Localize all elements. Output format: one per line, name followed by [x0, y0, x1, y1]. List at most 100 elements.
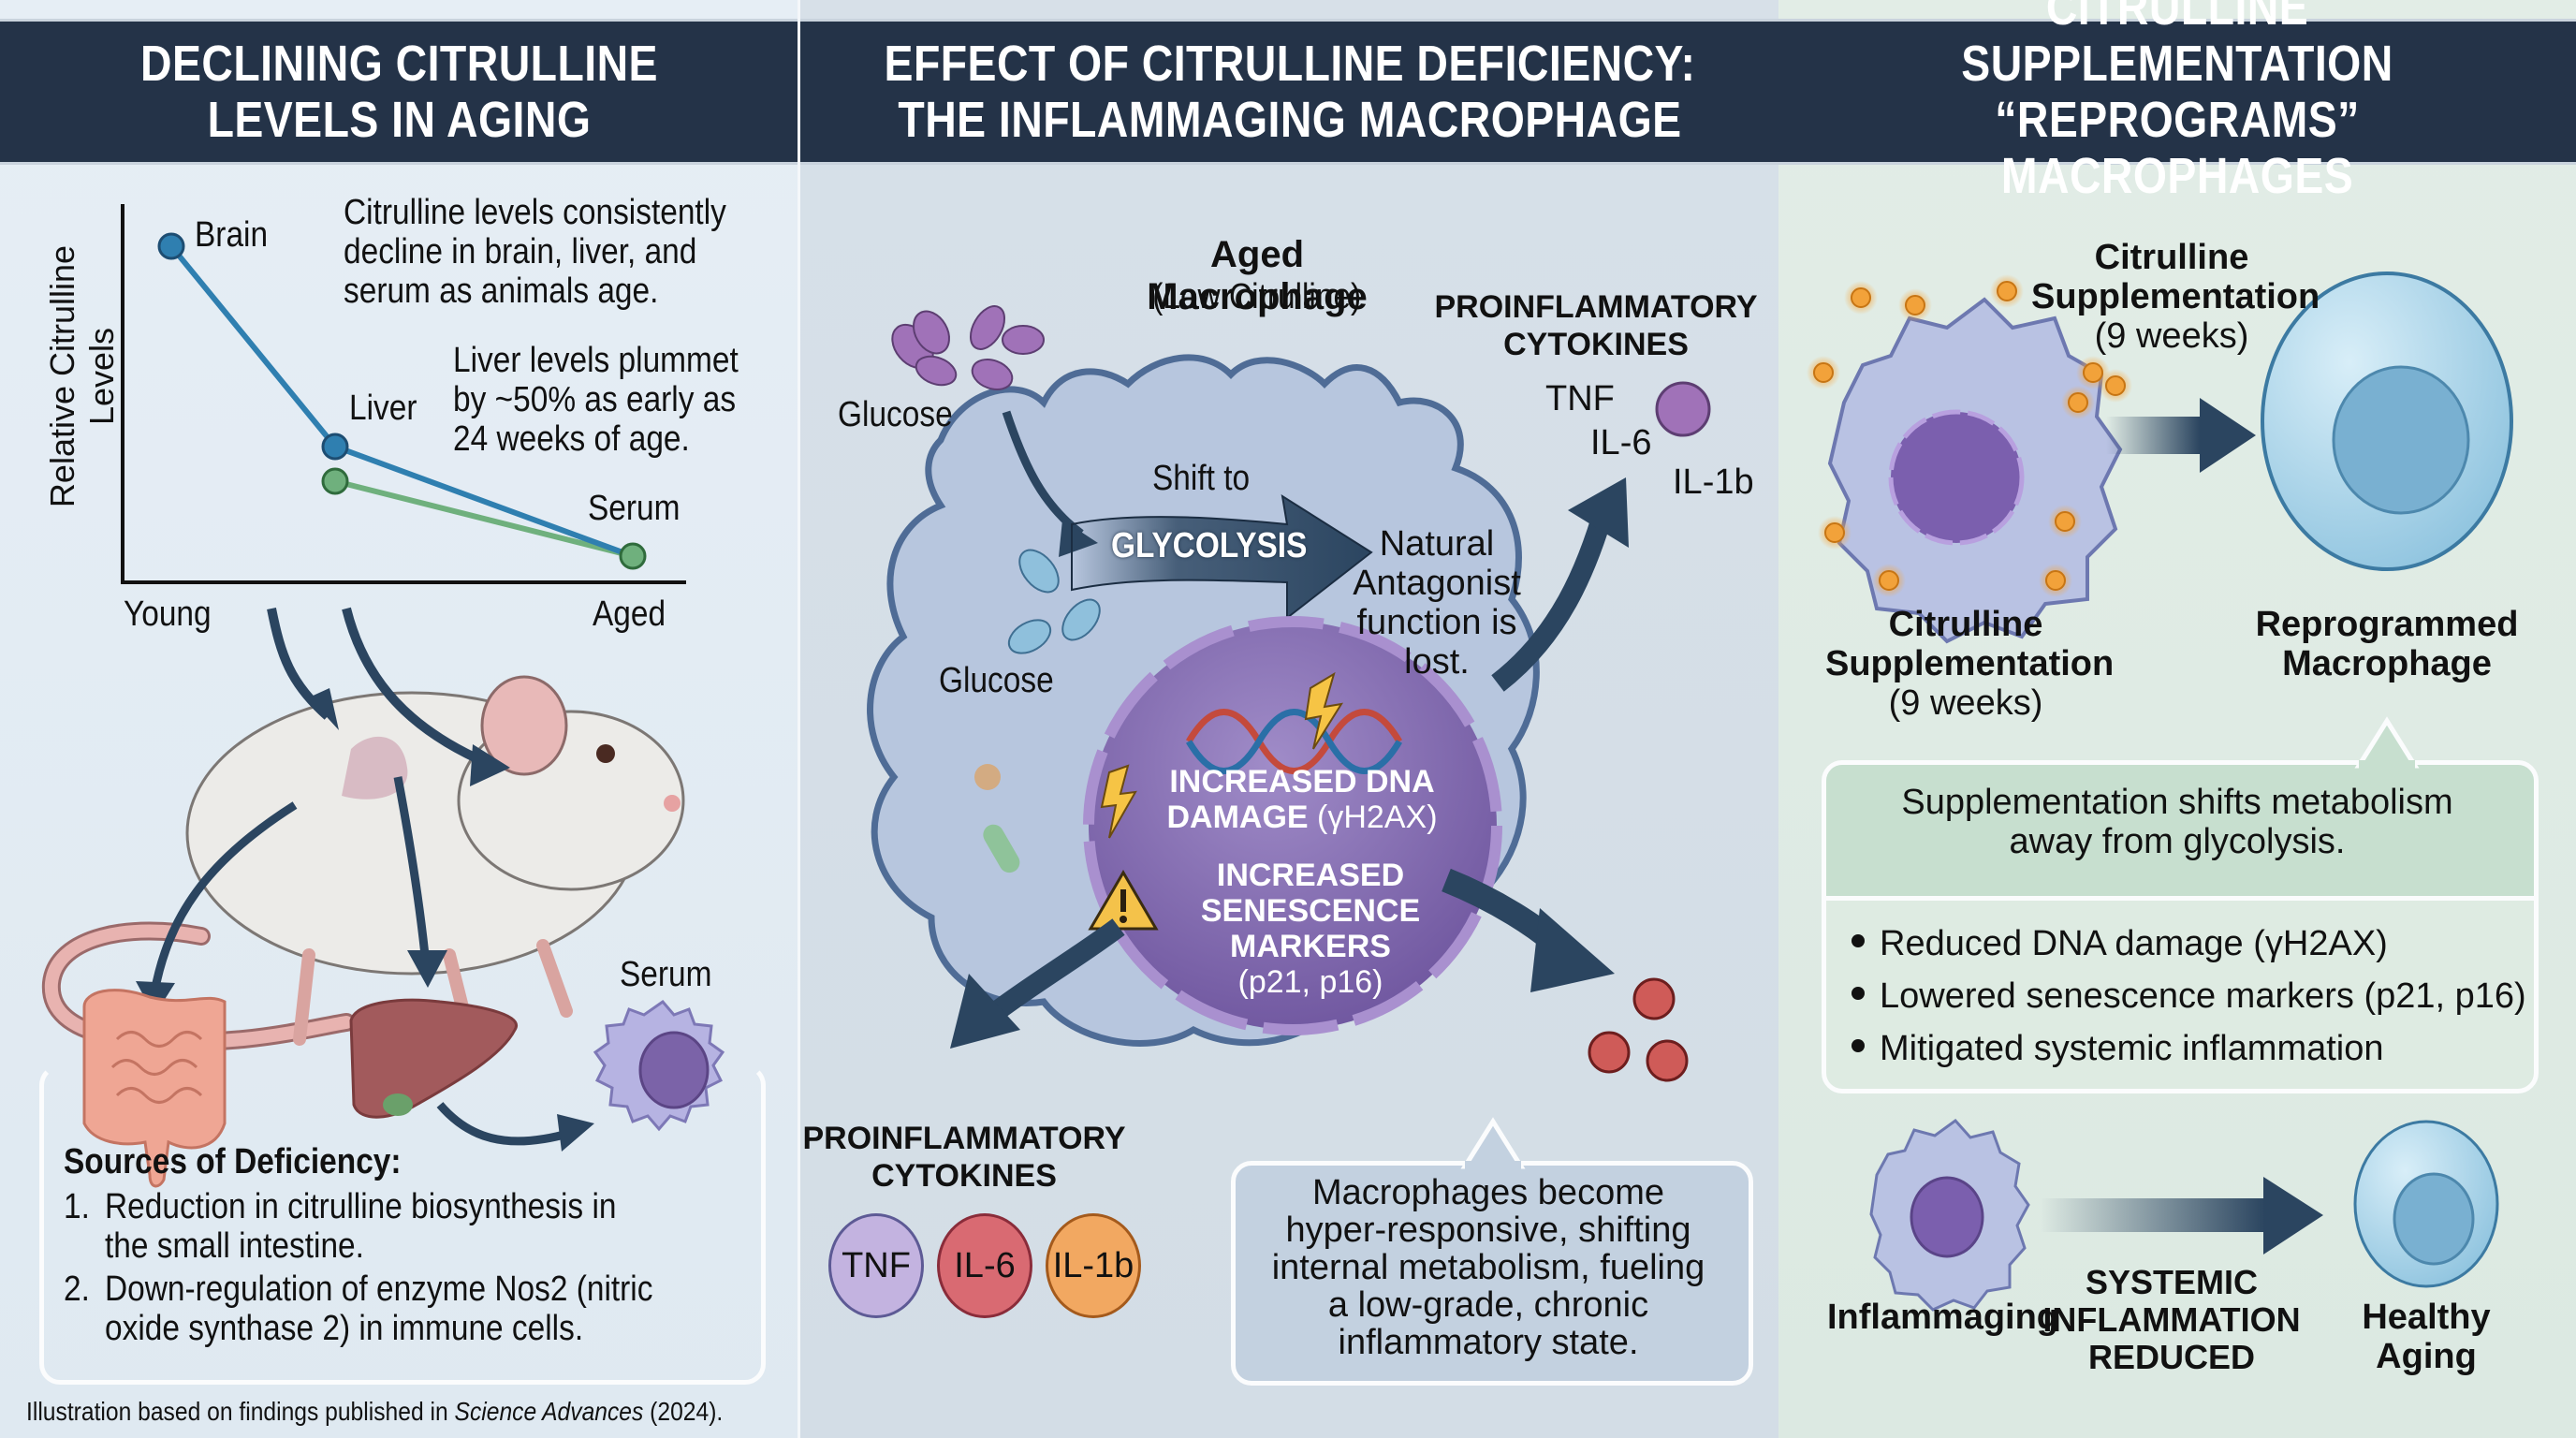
citrulline-dot: [2045, 570, 2066, 591]
macrophage-subtitle: (Low Citrulline): [1152, 277, 1362, 316]
mouse-nose: [664, 795, 681, 812]
top-cytokine-il6: IL-6: [1590, 423, 1652, 462]
citrulline-dot: [2105, 375, 2126, 396]
macrophage-title: Aged Macrophage: [1147, 234, 1368, 317]
sources-title: Sources of Deficiency:: [64, 1142, 402, 1181]
macrophage-before-nucleus: [1888, 409, 2025, 546]
dna-helix-icon: [1185, 709, 1403, 774]
sources-content: Sources of Deficiency: 1. Reduction in c…: [64, 1142, 756, 1348]
top-cytokine-tnf: TNF: [1545, 379, 1615, 418]
serum-cell-nucleus: [638, 1031, 710, 1109]
top-cytokine-il1b: IL-1b: [1673, 462, 1754, 502]
citation-footer: Illustration based on findings published…: [26, 1397, 724, 1426]
header-line: THE INFLAMMAGING MACROPHAGE: [898, 92, 1682, 148]
chart-axes: [121, 204, 686, 584]
systemic-arrow: [2041, 1198, 2265, 1232]
summary-headline-band: [1826, 765, 2534, 901]
cytokine-dot-tnf: [1655, 381, 1711, 437]
citrulline-dots: [1807, 274, 2132, 597]
header-line: CITRULLINE SUPPLEMENTATION: [1961, 0, 2393, 92]
gallbladder: [383, 1093, 413, 1116]
shift-to-label: Shift to: [1152, 459, 1251, 498]
panel-supplementation: CITRULLINE SUPPLEMENTATION“REPROGRAMS” M…: [1778, 0, 2576, 1438]
panel-inflammaging-macrophage: EFFECT OF CITRULLINE DEFICIENCY:THE INFL…: [798, 0, 1782, 1438]
mouse-ear: [480, 675, 568, 776]
source-item: 2. Down-regulation of enzyme Nos2 (nitri…: [64, 1269, 653, 1348]
cytokine-dot: [1588, 1031, 1631, 1074]
serum-series-line: [334, 478, 634, 559]
citrulline-dot: [2055, 511, 2075, 532]
point-label-serum: Serum: [588, 489, 681, 528]
arrow-sublabel: (9 weeks): [2094, 316, 2249, 356]
inflammatory-state-callout: [1231, 1161, 1753, 1386]
supplementation-illustration: [1807, 271, 2513, 1312]
citrulline-dot: [2083, 362, 2103, 383]
citrulline-dot: [1879, 570, 1899, 591]
inflammaging-label: Inflammaging: [1827, 1298, 2059, 1337]
header-line: DECLINING CITRULLINE: [139, 36, 658, 92]
data-point-liver: [321, 433, 349, 461]
cytokine-dot: [1646, 1039, 1689, 1082]
point-label-liver: Liver: [349, 389, 417, 428]
source-item: 1. Reduction in citrulline biosynthesis …: [64, 1187, 617, 1266]
header-line: LEVELS IN AGING: [207, 92, 591, 148]
header-line: “REPROGRAMS” MACROPHAGES: [1995, 92, 2360, 204]
citrulline-dot: [1813, 362, 1834, 383]
glucose-label-inner: Glucose: [939, 661, 1054, 700]
arrow-to-top-cytokines: [1491, 502, 1616, 692]
aged-macrophage-illustration: [867, 305, 1711, 1082]
citrulline-dot: [1824, 522, 1845, 543]
data-point-brain: [157, 232, 185, 260]
organ-illustrations: [82, 989, 725, 1188]
data-point-serum: [619, 542, 647, 570]
panel-header: EFFECT OF CITRULLINE DEFICIENCY:THE INFL…: [800, 19, 1779, 165]
intestine-icon: [82, 989, 227, 1188]
cytokine-badge-tnf: TNF: [828, 1213, 924, 1318]
lightning-icon: [1304, 671, 1344, 750]
arrow-glucose-in: [1002, 410, 1084, 537]
reprogram-arrow: [2106, 417, 2200, 454]
citrulline-dot: [1905, 295, 1925, 315]
cytokine-badge-il6: IL-6: [937, 1213, 1032, 1318]
organ-label-serum: Serum: [620, 955, 712, 994]
x-tick-aged: Aged: [593, 594, 666, 634]
citrulline-dot: [1851, 287, 1871, 308]
glucose-molecules-inner: [1007, 549, 1101, 654]
callout-pointer: [1460, 1117, 1526, 1170]
sources-of-deficiency-box: [39, 1064, 766, 1385]
cytokine-badge-il1b: IL-1b: [1046, 1213, 1141, 1318]
arrow-to-mouse-2: [342, 607, 490, 768]
glucose-molecules-top: [891, 305, 1045, 390]
lightning-icon: [1100, 764, 1137, 839]
liver-series-line: [333, 444, 635, 559]
summary-bullet: Reduced DNA damage (γH2AX): [1848, 917, 2526, 970]
mouse-organ-spot: [342, 736, 408, 800]
citrulline-dot: [1997, 281, 2017, 301]
brain-series-line: [168, 244, 338, 448]
nucleus: [1083, 616, 1502, 1035]
summary-pointer: [2354, 716, 2420, 770]
glucose-label-top: Glucose: [838, 395, 953, 434]
point-label-brain: Brain: [195, 215, 269, 255]
summary-bullet: Mitigated systemic inflammation: [1848, 1022, 2526, 1075]
data-point-liver-serum: [321, 467, 349, 495]
summary-bullet: Lowered senescence markers (p21, p16): [1848, 970, 2526, 1022]
header-line: EFFECT OF CITRULLINE DEFICIENCY:: [884, 36, 1696, 92]
mouse-eye: [596, 744, 615, 763]
